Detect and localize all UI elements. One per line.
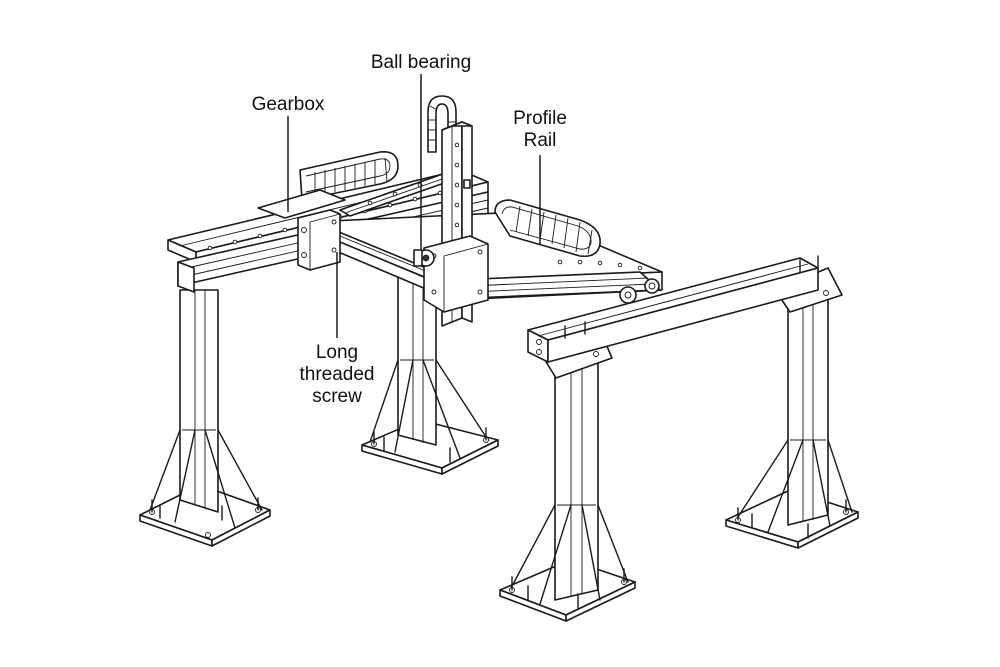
label-profile-rail: Profile Rail bbox=[496, 108, 584, 152]
ball-bearing-part bbox=[413, 249, 435, 267]
label-ball-bearing: Ball bearing bbox=[355, 52, 487, 74]
leg-right bbox=[725, 267, 859, 549]
gearbox-part bbox=[257, 189, 346, 271]
label-gearbox-text: Gearbox bbox=[251, 94, 325, 115]
label-gearbox: Gearbox bbox=[236, 94, 340, 116]
label-profile-rail-line1: Profile bbox=[513, 108, 567, 129]
label-long-threaded-screw: Long threaded screw bbox=[280, 342, 394, 408]
label-ball-bearing-text: Ball bearing bbox=[370, 52, 472, 73]
leg-front bbox=[499, 329, 636, 622]
leg-back-middle bbox=[361, 264, 499, 475]
label-screw-line2: threaded bbox=[299, 364, 375, 385]
leg-back-left bbox=[139, 289, 271, 547]
cable-chain-right bbox=[494, 199, 601, 258]
label-screw-line1: Long bbox=[315, 342, 359, 363]
cable-chain-left bbox=[299, 150, 399, 201]
front-cross-beam bbox=[527, 255, 819, 363]
label-screw-line3: screw bbox=[312, 386, 362, 407]
label-profile-rail-line2: Rail bbox=[523, 130, 557, 151]
carriage-plate bbox=[423, 235, 489, 313]
